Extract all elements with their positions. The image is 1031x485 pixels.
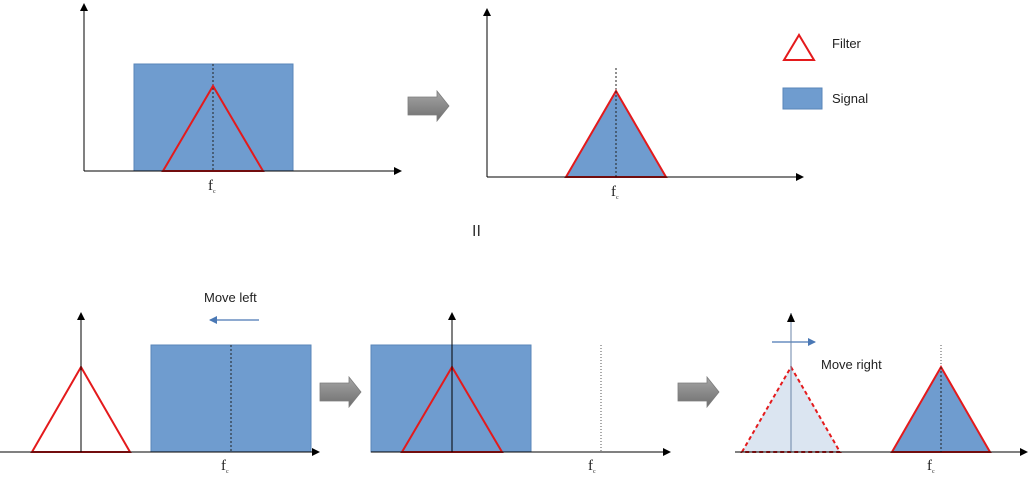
fc-label: fc bbox=[611, 184, 619, 201]
panel-top-right: fc bbox=[483, 8, 804, 201]
equivalence-symbol: II bbox=[472, 223, 481, 240]
fc-label: fc bbox=[208, 178, 216, 195]
fc-label: fc bbox=[588, 458, 596, 475]
signal-legend-icon bbox=[782, 87, 823, 110]
filter-legend-icon bbox=[782, 33, 816, 61]
panel-top-left: fc bbox=[80, 3, 402, 195]
transition-arrow-icon bbox=[319, 375, 362, 409]
move-left-label: Move left bbox=[204, 290, 257, 305]
move-right-label: Move right bbox=[821, 357, 882, 372]
fc-label: fc bbox=[221, 458, 229, 475]
signal-band bbox=[370, 344, 532, 453]
y-axis-arrowhead bbox=[787, 313, 795, 322]
panel-bottom-middle: fc bbox=[370, 312, 671, 475]
transition-arrow-icon bbox=[407, 89, 450, 123]
fc-label: fc bbox=[927, 458, 935, 475]
transition-arrow-icon bbox=[677, 375, 720, 409]
filter-legend-label: Filter bbox=[832, 36, 862, 51]
signal-legend-label: Signal bbox=[832, 91, 868, 106]
panel-bottom-right: Move right fc bbox=[735, 313, 1028, 475]
panel-bottom-left: Move left fc bbox=[0, 290, 320, 475]
legend: Filter Signal bbox=[782, 33, 868, 110]
